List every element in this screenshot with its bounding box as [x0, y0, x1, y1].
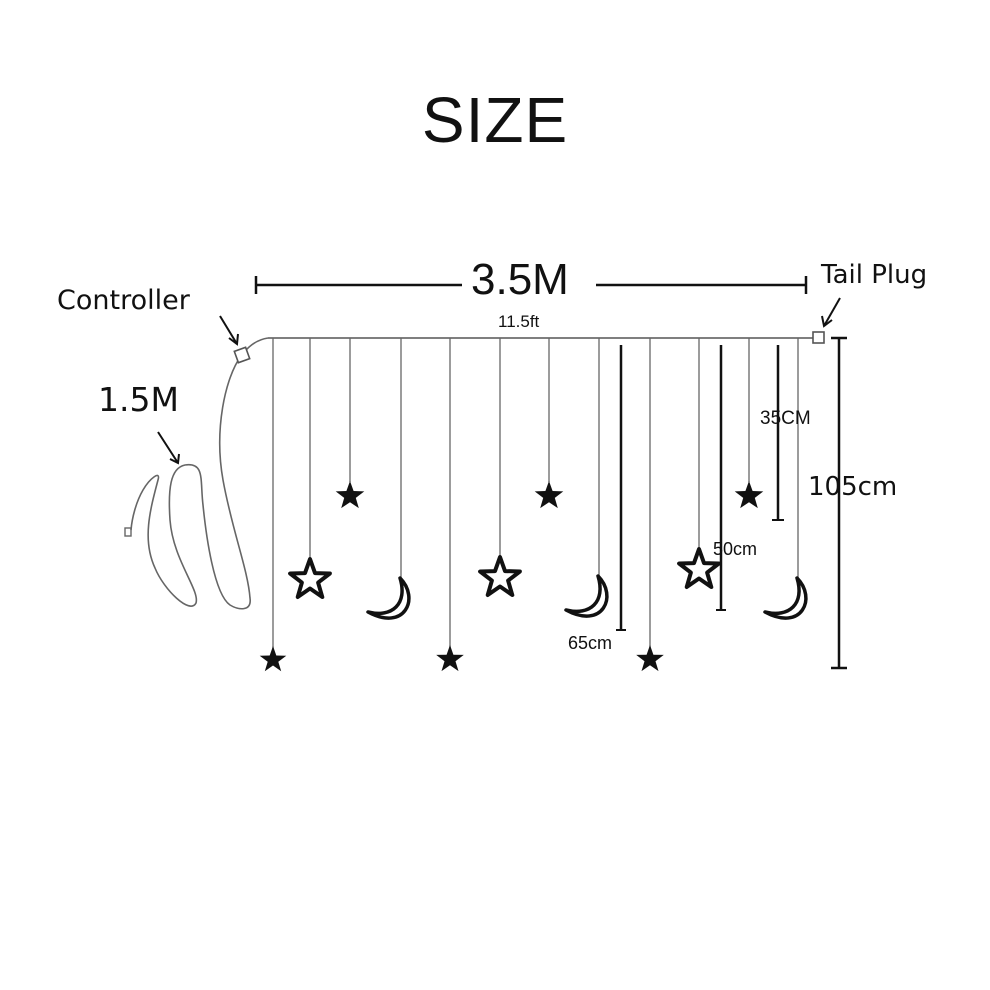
tail-plug-label: Tail Plug — [821, 260, 928, 290]
star-ornament-filled — [534, 481, 564, 509]
controller-label: Controller — [57, 285, 190, 316]
star-ornament-outline — [288, 557, 332, 599]
lead-cable — [130, 337, 269, 610]
star-ornament-filled — [259, 646, 287, 672]
tail-plug-icon — [812, 331, 825, 344]
diagram-title: SIZE — [421, 84, 569, 156]
star-ornament-outline — [478, 555, 522, 597]
strand-height-35-label: 35CM — [760, 408, 811, 429]
height-dimension-bars — [616, 336, 847, 670]
star-ornament-filled — [335, 481, 365, 509]
width-metric-label: 3.5M — [471, 255, 569, 304]
lead-length-arrow — [157, 431, 180, 465]
moon-ornament — [763, 576, 808, 620]
controller-box-icon — [233, 346, 251, 364]
star-ornament-filled — [636, 645, 664, 672]
moon-ornament — [564, 574, 609, 618]
star-ornament-filled — [734, 481, 764, 509]
tail-plug-arrow — [821, 297, 841, 328]
usb-plug-icon — [124, 527, 132, 537]
width-dimension-line — [254, 276, 808, 294]
strand-height-65-label: 65cm — [568, 633, 613, 653]
strand-height-50-label: 50cm — [713, 539, 758, 559]
moon-ornament — [366, 576, 411, 620]
controller-arrow — [219, 315, 239, 346]
lead-length-label: 1.5M — [98, 380, 179, 419]
width-imperial-label: 11.5ft — [498, 312, 540, 331]
star-ornament-outline — [677, 547, 721, 589]
star-ornament-filled — [436, 645, 464, 672]
strands — [259, 338, 808, 672]
total-drop-label: 105cm — [808, 472, 898, 502]
